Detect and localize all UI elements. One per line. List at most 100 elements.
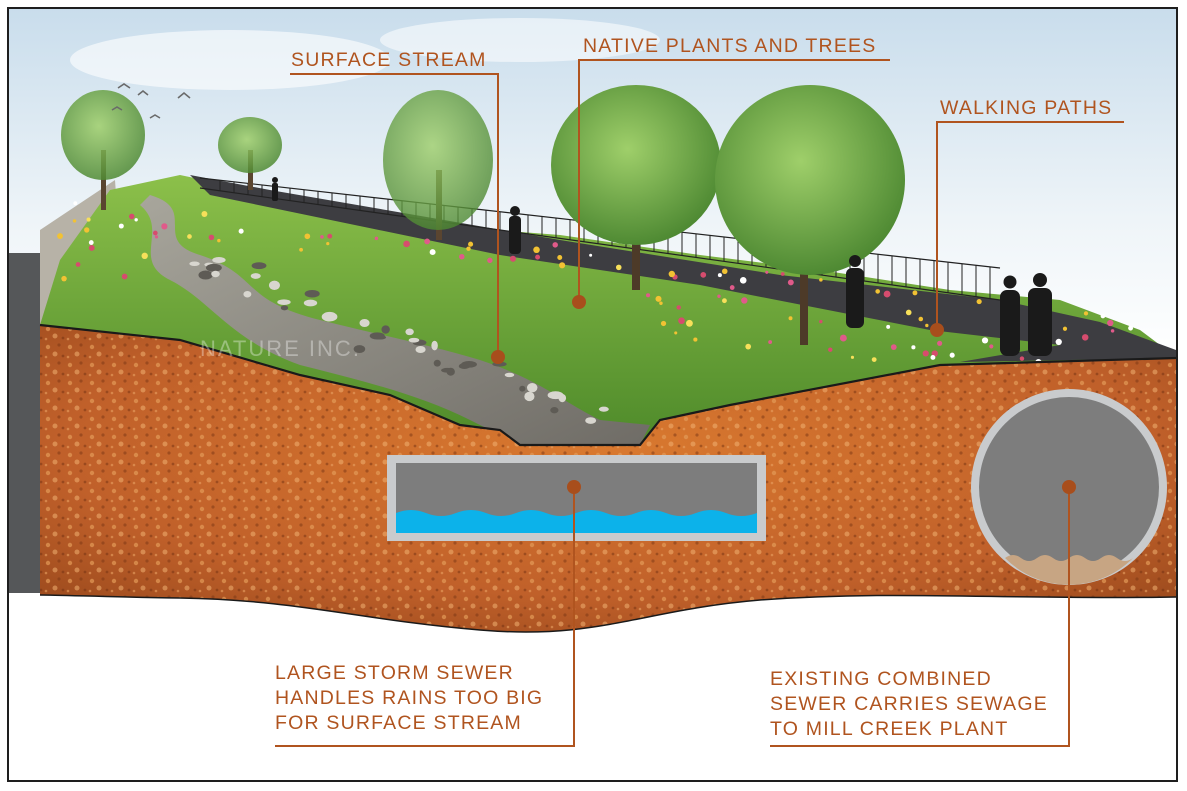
flower-icon (557, 255, 563, 260)
flower-icon (559, 262, 566, 269)
label-surface-stream: SURFACE STREAM (291, 49, 487, 71)
person-icon (272, 177, 278, 201)
flower-icon (912, 290, 918, 296)
flower-icon (989, 344, 994, 349)
flower-icon (930, 354, 936, 360)
flower-icon (693, 337, 698, 342)
people (272, 177, 1052, 356)
marker-surface-stream (491, 350, 505, 364)
flower-icon (668, 270, 675, 278)
flower-icon (1055, 338, 1062, 346)
flower-icon (676, 305, 681, 310)
flower-icon (729, 285, 735, 290)
flower-icon (487, 257, 493, 264)
flower-icon (509, 255, 517, 262)
flower-icon (134, 218, 138, 222)
flower-icon (922, 350, 929, 357)
storm-sewer-water (396, 510, 757, 533)
flower-icon (937, 340, 943, 346)
flower-icon (700, 272, 707, 278)
stream-rocks (189, 256, 609, 424)
flower-icon (883, 290, 891, 298)
flower-icon (1019, 356, 1025, 361)
ground-surface-line (39, 323, 1177, 447)
flower-icon (84, 227, 90, 233)
flower-icon (552, 242, 558, 248)
bird-icon (149, 114, 161, 119)
flower-icon (152, 230, 158, 236)
callout-markers (491, 295, 1076, 494)
tree-icon (715, 85, 905, 345)
leader-storm-sewer (275, 487, 575, 747)
tree-icon (383, 90, 493, 240)
flower-icon (57, 233, 63, 239)
flower-icon (828, 347, 833, 352)
label-walking-paths: WALKING PATHS (940, 97, 1113, 119)
flower-icon (589, 253, 593, 257)
flower-icon (459, 253, 465, 260)
label-storm-sewer: LARGE STORM SEWER HANDLES RAINS TOO BIG … (275, 661, 543, 736)
flower-icon (466, 246, 471, 251)
flower-icon (721, 268, 728, 275)
grass-slope (40, 175, 1176, 445)
flower-icon (839, 334, 847, 342)
flower-icon (1083, 311, 1089, 316)
left-wall-edge (9, 253, 40, 593)
flower-icon (75, 262, 81, 267)
label-combined-sewer-line: EXISTING COMBINED (770, 668, 992, 690)
flower-icon (905, 309, 912, 316)
flower-icon (1062, 326, 1068, 331)
flower-icon (141, 252, 148, 260)
flower-icon (1128, 325, 1134, 331)
flower-icon (788, 316, 793, 321)
tree-icon (61, 90, 145, 210)
flower-icon (981, 337, 989, 344)
flower-icon (717, 273, 722, 278)
flower-icon (722, 298, 727, 304)
flower-icon (327, 233, 333, 239)
flower-icon (875, 289, 880, 294)
flower-icon (1081, 334, 1089, 341)
flower-icon (787, 279, 794, 286)
flower-icon (208, 234, 215, 241)
label-combined-sewer: EXISTING COMBINED SEWER CARRIES SEWAGE T… (770, 667, 1048, 742)
flower-icon (660, 320, 667, 327)
flower-icon (299, 247, 303, 252)
flower-icon (533, 246, 540, 254)
person-icon (846, 255, 864, 328)
leader-lines (275, 59, 1124, 747)
flower-icon (976, 299, 982, 305)
flower-icon (73, 201, 78, 206)
flower-icon (535, 254, 541, 260)
flower-icon (1110, 329, 1115, 333)
flower-icon (121, 273, 128, 280)
trees (61, 85, 905, 345)
watermark: NATURE INC. (200, 336, 361, 361)
flower-icon (819, 319, 823, 324)
flower-icon (468, 241, 474, 247)
flower-icon (161, 223, 168, 230)
flower-icon (741, 297, 748, 304)
flower-icon (304, 233, 311, 240)
person-icon (1028, 273, 1052, 356)
flower-icon (118, 223, 124, 229)
flower-icon (655, 295, 662, 302)
flower-icon (429, 249, 436, 256)
marker-combined-sewer (1062, 480, 1076, 494)
flower-icon (128, 213, 135, 220)
flower-icon (1107, 319, 1114, 327)
bird-icon (177, 91, 191, 99)
flower-icon (187, 234, 192, 239)
flower-icon (320, 235, 324, 239)
flower-icon (88, 240, 94, 245)
flower-icon (72, 219, 77, 223)
person-icon (509, 206, 521, 254)
flower-icon (925, 323, 929, 328)
label-combined-sewer-line: SEWER CARRIES SEWAGE (770, 693, 1048, 715)
flower-icon (645, 293, 651, 298)
flower-icon (717, 294, 721, 298)
flower-icon (745, 343, 752, 350)
flower-icon (424, 238, 431, 245)
surface-stream (140, 195, 650, 445)
